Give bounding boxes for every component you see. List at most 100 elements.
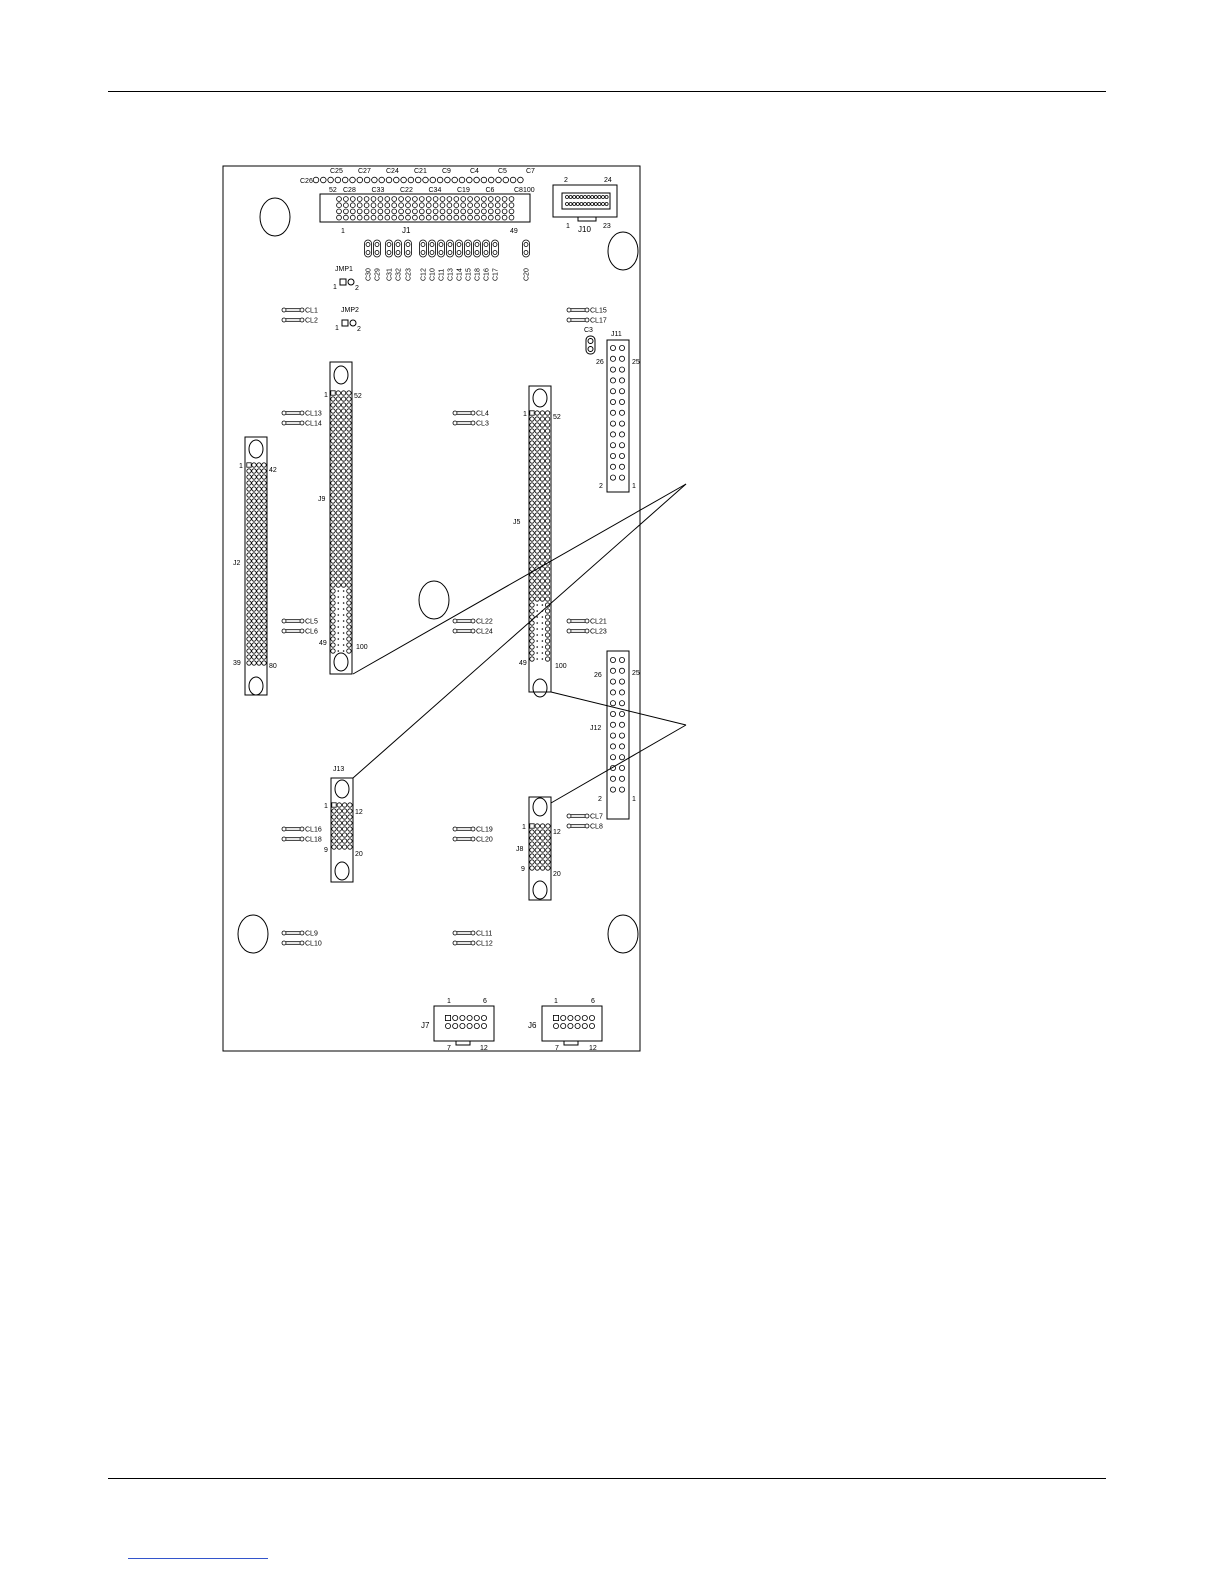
j1-pin — [377, 196, 384, 202]
j5-pin — [529, 602, 535, 608]
j1-pin — [425, 202, 432, 209]
j7-pin — [466, 1023, 473, 1030]
connector-j2-pins — [246, 462, 267, 666]
j12-pin — [610, 786, 617, 793]
j2-pin — [261, 588, 267, 594]
capacitor-label: C28 — [343, 187, 356, 194]
clip-label: CL3 — [476, 421, 489, 428]
j5-pin — [539, 410, 546, 416]
j2-pin — [256, 552, 262, 558]
j12-pin-1: 1 — [632, 796, 636, 803]
j9-pin — [335, 414, 341, 420]
j9-pin — [346, 600, 352, 606]
capacitor-pad — [327, 176, 334, 184]
j5-pin — [544, 602, 551, 608]
capacitor-label: C25 — [330, 168, 343, 175]
capacitor-pad — [480, 176, 488, 184]
capacitor-pad — [456, 250, 462, 255]
j10-pin — [575, 195, 580, 199]
j1-pin — [391, 214, 398, 221]
clip-label: CL7 — [590, 814, 603, 821]
j8-pin — [539, 865, 546, 871]
j2-pin — [246, 480, 252, 486]
j2-pin — [246, 486, 252, 492]
j9-pin-dot — [337, 620, 340, 622]
clip-pad — [299, 307, 305, 313]
j9-pin — [335, 528, 341, 534]
connector-j8-pins — [529, 823, 551, 871]
j11-pin — [619, 420, 626, 427]
j12-pin — [610, 700, 617, 707]
j5-pin — [534, 434, 540, 440]
j9-pin — [340, 450, 347, 456]
j12-pin — [610, 743, 617, 750]
j9-pin — [340, 402, 347, 408]
j5-pin — [539, 512, 546, 518]
j2-pin — [256, 660, 262, 666]
j5-pin — [539, 458, 546, 464]
j1-pin — [336, 208, 342, 215]
j13-pin — [341, 808, 348, 814]
j2-pin — [251, 654, 257, 660]
j2-pin — [246, 642, 252, 648]
j9-pin — [330, 414, 336, 420]
j5-pin — [544, 608, 551, 614]
j5-pin — [529, 500, 535, 506]
j9-pin — [330, 456, 336, 462]
j8-pin-20: 20 — [553, 871, 561, 878]
j9-pin — [335, 468, 341, 474]
j12-pin — [619, 786, 626, 793]
j5-pin — [534, 548, 540, 554]
capacitor-pad — [356, 176, 363, 184]
capacitor-label: C24 — [386, 168, 399, 175]
connector-j13-pins — [331, 802, 353, 850]
capacitor-pad — [407, 176, 415, 184]
capacitor-pad — [429, 176, 436, 184]
j6-pin — [581, 1023, 588, 1030]
j5-pin — [534, 440, 540, 446]
j9-pin — [340, 582, 347, 588]
j10-pin-23: 23 — [603, 223, 611, 230]
j2-pin — [246, 540, 252, 546]
j2-pin — [251, 606, 257, 612]
j1-pin — [494, 208, 501, 215]
j8-pin — [539, 853, 546, 859]
clip-pad — [281, 930, 287, 936]
j8-pin-12: 12 — [553, 829, 561, 836]
clip-pad — [452, 420, 458, 426]
j9-pin-dot — [342, 590, 345, 592]
callout-line — [550, 691, 687, 726]
j8-pin — [534, 823, 540, 829]
mounting-hole — [607, 914, 639, 954]
j11-pin — [610, 344, 617, 351]
footer-rule — [108, 1478, 1106, 1479]
j5-pin — [544, 470, 551, 476]
j5-pin — [539, 470, 546, 476]
j5-pin — [534, 482, 540, 488]
j1-pin — [391, 196, 398, 202]
j13-pin-20: 20 — [355, 851, 363, 858]
j9-pin — [346, 498, 352, 504]
j13-pin — [341, 814, 348, 820]
j9-pin — [335, 498, 341, 504]
j13-pin — [341, 838, 348, 844]
j1-pin — [336, 196, 342, 202]
j11-pin-1: 1 — [632, 483, 636, 490]
j1-pin — [432, 196, 439, 202]
capacitor-label: C6 — [486, 187, 495, 194]
capacitor-pad — [429, 250, 435, 255]
footer-link-underline[interactable] — [128, 1558, 268, 1559]
j1-pin — [508, 214, 515, 221]
j2-pin — [246, 510, 252, 516]
j10-pin — [579, 195, 584, 199]
clip-pad — [299, 317, 305, 323]
j2-pin — [251, 612, 257, 618]
j9-pin — [335, 462, 341, 468]
j13-pin — [341, 844, 348, 850]
capacitor-label: C31 — [387, 268, 394, 281]
j9-pin — [335, 522, 341, 528]
clip-pad — [470, 930, 476, 936]
j1-pin — [398, 208, 404, 215]
j6-pin — [553, 1023, 560, 1030]
j2-pin — [251, 576, 257, 582]
